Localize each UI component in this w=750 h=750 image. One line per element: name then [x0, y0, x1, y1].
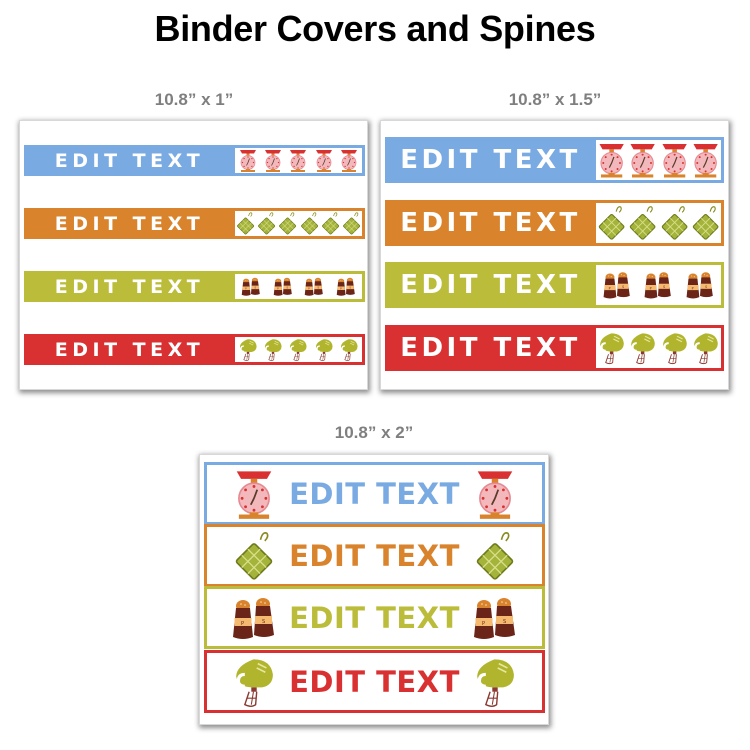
salt-pepper-shakers-icon [335, 274, 357, 299]
pot-holder-icon [277, 211, 298, 236]
salt-pepper-shakers-icon [601, 266, 633, 304]
cover-orange[interactable]: EDIT TEXT [204, 524, 545, 587]
pot-holder-icon [596, 204, 627, 242]
spine-orange[interactable]: EDIT TEXT [24, 208, 365, 239]
spine-label[interactable]: EDIT TEXT [54, 275, 205, 298]
pot-holder-icon [341, 211, 362, 236]
kitchen-scale-icon [627, 141, 658, 179]
spine-label[interactable]: EDIT TEXT [400, 145, 581, 175]
page-title: Binder Covers and Spines [154, 8, 596, 49]
spine-label[interactable]: EDIT TEXT [400, 208, 581, 238]
salt-pepper-shakers-icon [303, 274, 325, 299]
salt-pepper-shakers-icon [240, 274, 262, 299]
kitchen-scale-icon [470, 467, 520, 521]
spine-icon-strip [596, 328, 721, 368]
cover-label[interactable]: EDIT TEXT [289, 476, 460, 511]
spine-label[interactable]: EDIT TEXT [54, 212, 205, 235]
spine-blue[interactable]: EDIT TEXT [385, 137, 724, 183]
hand-mixer-icon [313, 337, 335, 362]
salt-pepper-shakers-icon [229, 591, 279, 645]
pot-holder-icon [627, 204, 658, 242]
pot-holder-icon [659, 204, 690, 242]
size-label-2in: 10.8” x 2” [334, 423, 414, 442]
spine-olive[interactable]: EDIT TEXT [385, 262, 724, 308]
size-label-1in: 10.8” x 1” [154, 90, 234, 109]
hand-mixer-icon [596, 329, 627, 367]
hand-mixer-icon [229, 655, 279, 709]
hand-mixer-icon [627, 329, 658, 367]
pot-holder-icon [235, 211, 256, 236]
kitchen-scale-icon [659, 141, 690, 179]
salt-pepper-shakers-icon [684, 266, 716, 304]
salt-pepper-shakers-icon [470, 591, 520, 645]
salt-pepper-shakers-icon [642, 266, 674, 304]
pot-holder-icon [229, 529, 279, 583]
spine-label[interactable]: EDIT TEXT [54, 149, 205, 172]
spine-label[interactable]: EDIT TEXT [400, 333, 581, 363]
cover-label[interactable]: EDIT TEXT [289, 600, 460, 635]
kitchen-scale-icon [287, 148, 309, 173]
pot-holder-icon [320, 211, 341, 236]
cover-olive[interactable]: EDIT TEXT [204, 586, 545, 649]
cover-red[interactable]: EDIT TEXT [204, 650, 545, 713]
kitchen-scale-icon [596, 141, 627, 179]
spine-icon-strip [235, 337, 362, 362]
kitchen-scale-icon [690, 141, 721, 179]
pot-holder-icon [470, 529, 520, 583]
kitchen-scale-icon [313, 148, 335, 173]
spine-icon-strip [596, 265, 721, 305]
size-label-1-5in: 10.8” x 1.5” [508, 90, 602, 109]
hand-mixer-icon [338, 337, 360, 362]
spine-red[interactable]: EDIT TEXT [24, 334, 365, 365]
spine-icon-strip [235, 211, 362, 236]
salt-pepper-shakers-icon [272, 274, 294, 299]
spine-olive[interactable]: EDIT TEXT [24, 271, 365, 302]
spine-icon-strip [235, 274, 362, 299]
hand-mixer-icon [690, 329, 721, 367]
spine-red[interactable]: EDIT TEXT [385, 325, 724, 371]
kitchen-scale-icon [262, 148, 284, 173]
pot-holder-icon [690, 204, 721, 242]
pot-holder-icon [256, 211, 277, 236]
spine-label[interactable]: EDIT TEXT [54, 338, 205, 361]
spine-orange[interactable]: EDIT TEXT [385, 200, 724, 246]
cover-label[interactable]: EDIT TEXT [289, 538, 460, 573]
cover-blue[interactable]: EDIT TEXT [204, 462, 545, 525]
pot-holder-icon [299, 211, 320, 236]
kitchen-scale-icon [338, 148, 360, 173]
hand-mixer-icon [237, 337, 259, 362]
spine-icon-strip [596, 140, 721, 180]
spine-icon-strip [596, 203, 721, 243]
kitchen-scale-icon [229, 467, 279, 521]
hand-mixer-icon [470, 655, 520, 709]
kitchen-scale-icon [237, 148, 259, 173]
hand-mixer-icon [287, 337, 309, 362]
spine-blue[interactable]: EDIT TEXT [24, 145, 365, 176]
hand-mixer-icon [659, 329, 690, 367]
spine-icon-strip [235, 148, 362, 173]
hand-mixer-icon [262, 337, 284, 362]
spine-label[interactable]: EDIT TEXT [400, 270, 581, 300]
cover-label[interactable]: EDIT TEXT [289, 664, 460, 699]
